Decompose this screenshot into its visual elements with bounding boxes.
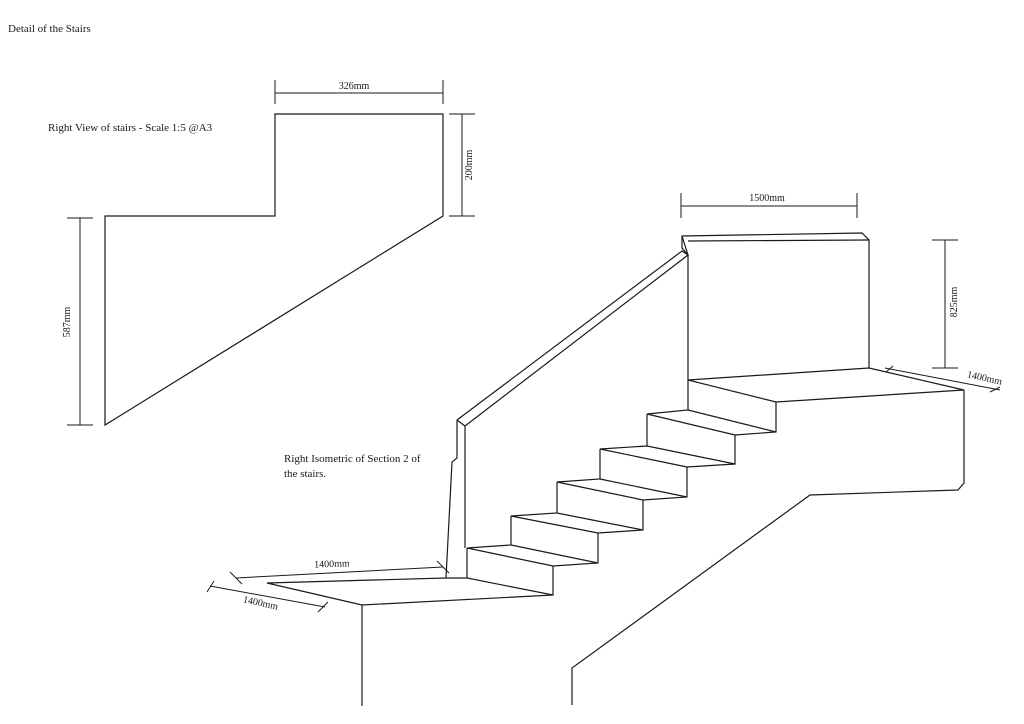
dim-step-height-200: 200mm xyxy=(449,113,475,217)
dim-landing-width-1500: 1500mm xyxy=(680,193,858,218)
isometric-label-line1: Right Isometric of Section 2 of xyxy=(284,453,421,465)
dim-bottom-depth-1400: 1400mm xyxy=(206,580,329,613)
dim-label-1400-bottom: 1400mm xyxy=(314,558,350,570)
right-view: 326mm 200mm 587mm Right View of stairs -… xyxy=(48,80,475,427)
right-view-label: Right View of stairs - Scale 1:5 @A3 xyxy=(48,122,213,134)
isometric-view: 1500mm 825mm 1400mm 1400mm 1 xyxy=(206,193,1003,706)
landing-wall xyxy=(681,232,870,380)
dim-label-1500: 1500mm xyxy=(749,193,785,204)
stair-steps xyxy=(466,380,777,596)
dim-total-height-587: 587mm xyxy=(62,217,93,426)
handrail xyxy=(445,250,690,579)
drawing-title: Detail of the Stairs xyxy=(8,23,91,35)
right-view-outline xyxy=(104,113,444,427)
dim-width-326: 326mm xyxy=(274,80,444,104)
dim-label-200: 200mm xyxy=(464,150,475,181)
dim-label-326: 326mm xyxy=(339,81,370,92)
landing-top xyxy=(687,367,965,403)
dim-label-825: 825mm xyxy=(949,287,960,318)
dim-label-587: 587mm xyxy=(62,307,73,338)
stair-body-right xyxy=(571,390,965,705)
bottom-landing xyxy=(266,577,554,606)
dim-wall-height-825: 825mm xyxy=(932,239,960,369)
isometric-label-line2: the stairs. xyxy=(284,468,326,480)
dim-bottom-width-1400: 1400mm xyxy=(229,558,450,585)
dim-top-depth-1400: 1400mm xyxy=(884,365,1003,393)
